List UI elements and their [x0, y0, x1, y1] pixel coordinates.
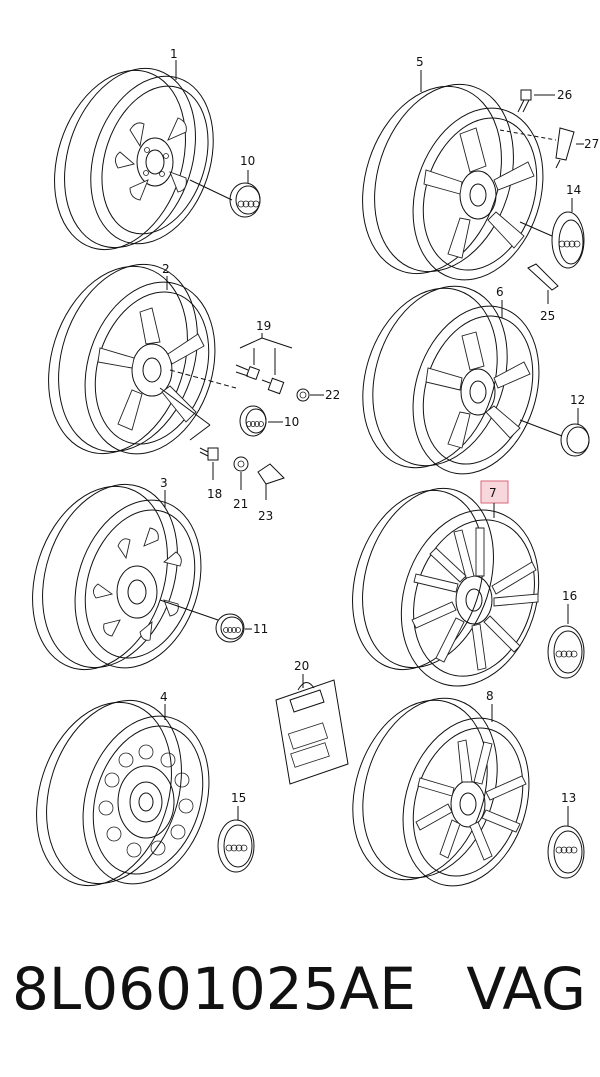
parts-kit-20	[275, 674, 349, 785]
wheel-7	[352, 487, 540, 687]
callout-8: 8	[486, 689, 494, 703]
callout-15: 15	[231, 791, 246, 805]
callout-14: 14	[566, 183, 581, 197]
wheel-3	[32, 483, 202, 671]
callout-12: 12	[570, 393, 585, 407]
bolt-18	[199, 447, 219, 480]
callout-2: 2	[162, 262, 170, 276]
wheel-2	[48, 263, 216, 455]
callout-16: 16	[562, 589, 577, 603]
center-cap-13	[547, 806, 585, 879]
callout-26: 26	[557, 88, 572, 102]
callout-1: 1	[170, 47, 178, 61]
callout-22: 22	[325, 388, 340, 402]
bolt-19a	[235, 364, 261, 381]
center-cap-10-top	[189, 170, 261, 218]
center-cap-11	[159, 599, 252, 643]
wheel-5	[362, 83, 544, 281]
callout-3: 3	[160, 476, 168, 490]
callout-6: 6	[496, 285, 504, 299]
wheel-6	[362, 285, 540, 475]
callout-27: 27	[584, 137, 599, 151]
callout-23: 23	[258, 509, 273, 523]
nut-22	[296, 388, 324, 402]
wheel-parts-diagram: 1 10 5 26 27	[32, 47, 599, 887]
nut-21	[233, 456, 249, 490]
callout-21: 21	[233, 497, 248, 511]
part-number: 8L0601025AE	[12, 955, 416, 1023]
balance-weight-25	[527, 263, 559, 304]
callout-19: 19	[256, 319, 271, 333]
callout-10-top: 10	[240, 154, 255, 168]
bolt-19b	[261, 377, 285, 395]
callout-11: 11	[253, 622, 268, 636]
callout-13: 13	[561, 791, 576, 805]
valve-27	[499, 127, 584, 169]
center-cap-16	[547, 604, 585, 679]
balance-weight-23	[257, 463, 285, 500]
center-cap-15	[217, 806, 255, 873]
bracket-19	[239, 333, 293, 375]
callout-18: 18	[207, 487, 222, 501]
wheel-8	[352, 697, 530, 887]
wheel-4	[36, 699, 210, 887]
callout-4: 4	[160, 690, 168, 704]
wheel-1	[54, 67, 214, 251]
callout-20: 20	[294, 659, 309, 673]
bolt-26	[517, 89, 555, 113]
center-cap-14	[519, 198, 585, 269]
callout-25: 25	[540, 309, 555, 323]
callout-10-middle: 10	[284, 415, 299, 429]
center-cap-10-middle	[239, 405, 283, 437]
callout-5: 5	[416, 55, 424, 69]
part-caption: 8L0601025AE VAG	[0, 955, 600, 1035]
brand-name: VAG	[466, 955, 586, 1023]
center-cap-12	[519, 408, 590, 457]
callout-7: 7	[489, 486, 497, 500]
